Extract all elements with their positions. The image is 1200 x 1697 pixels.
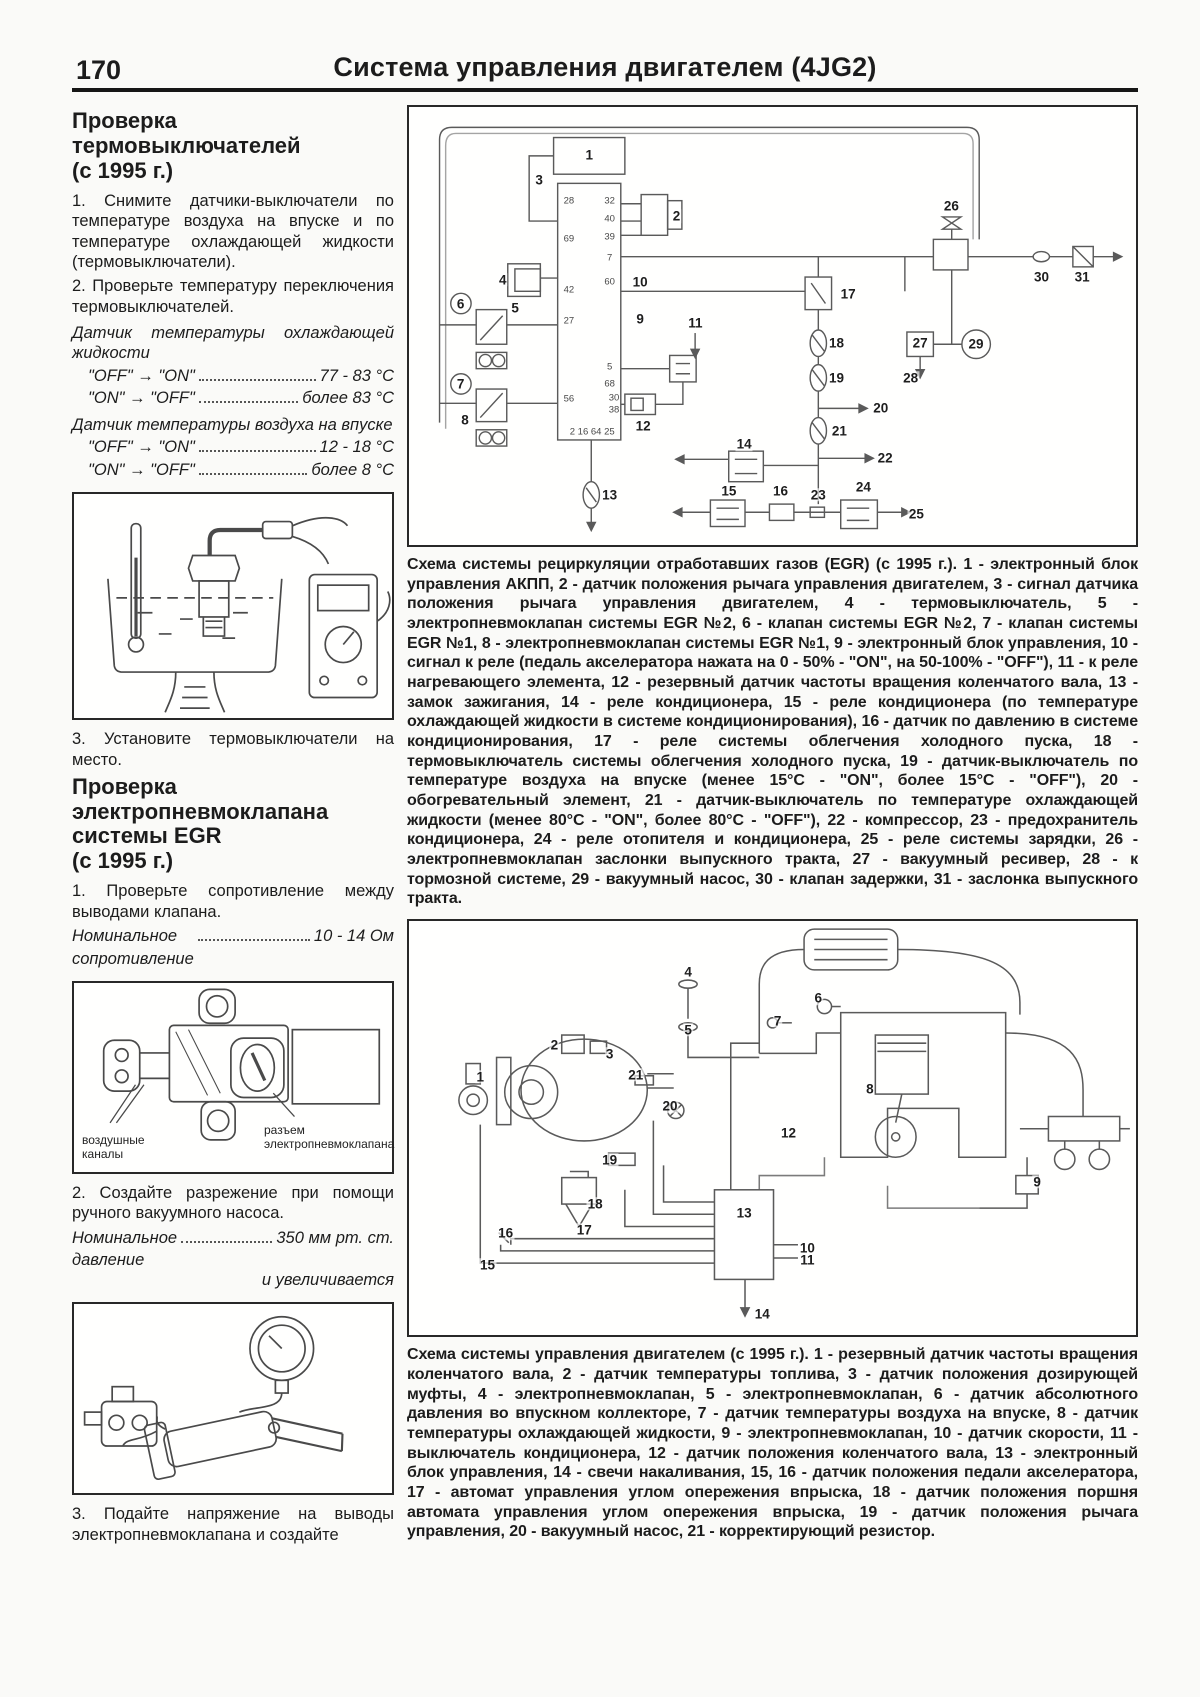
- step-text: 2. Проверьте температуру переключения те…: [72, 277, 394, 316]
- vacuum-pump-drawing: [83, 1316, 344, 1481]
- spec-row: "OFF" → "ON" 12 - 18 °C: [72, 436, 394, 458]
- spec-row: "ON" → "OFF" более 83 °C: [72, 387, 394, 409]
- dot-leader: [198, 388, 299, 403]
- dot-leader: [181, 1229, 273, 1243]
- spec-value: 12 - 18 °C: [319, 438, 394, 457]
- spec-label: "OFF" → "ON": [88, 366, 195, 385]
- egr-system-drawing: [438, 126, 1124, 533]
- spec-row: Номинальное давление 350 мм рт. ст.: [72, 1227, 394, 1272]
- step-text: 1. Снимите датчики-выключатели по темпер…: [72, 191, 394, 272]
- content-columns: Проверка термовыключателей (с 1995 г.) 1…: [72, 105, 1138, 1552]
- step-text: 3. Установите термовыключатели на место.: [72, 730, 394, 770]
- spec-label: "ON" → "OFF": [88, 388, 195, 407]
- valve-connector-label: разъем электропневмоклапана: [264, 1123, 395, 1151]
- spec-value: 77 - 83 °C: [319, 366, 394, 385]
- section-heading-thermoswitch: Проверка термовыключателей (с 1995 г.): [72, 108, 301, 183]
- dot-leader: [198, 438, 316, 453]
- spec-value: 350 мм рт. ст.: [276, 1228, 394, 1247]
- page-header: 170 Система управления двигателем (4JG2): [72, 52, 1138, 92]
- egr-valve-figure: воздушные каналы разъем электропневмокла…: [72, 980, 395, 1174]
- thermoswitch-test-figure: [72, 491, 394, 721]
- spec-value: более 8 °C: [311, 460, 394, 479]
- spec-value: более 83 °C: [302, 388, 394, 407]
- spec-value: 10 - 14 Ом: [313, 927, 394, 946]
- vacuum-pump-figure: [72, 1302, 394, 1495]
- dot-leader: [198, 460, 308, 475]
- left-column: Проверка термовыключателей (с 1995 г.) 1…: [72, 105, 394, 1548]
- engine-diagram-caption: Схема системы управления двигателем (с 1…: [407, 1346, 1138, 1541]
- page-number: 170: [76, 55, 122, 85]
- thermoswitch-test-drawing: [107, 516, 391, 713]
- spec-label: Номинальное давление: [72, 1228, 178, 1270]
- spec-row: Номинальное сопротивление 10 - 14 Ом: [72, 925, 394, 970]
- spec-label: "OFF" → "ON": [88, 438, 195, 457]
- spec-row: "ON" → "OFF" более 8 °C: [72, 459, 394, 481]
- dot-leader: [198, 366, 316, 381]
- engine-control-drawing: [458, 928, 1130, 1318]
- page-title: Система управления двигателем (4JG2): [333, 52, 877, 82]
- step-text: 3. Подайте напряжение на выводы электроп…: [72, 1504, 394, 1544]
- spec-title-intake-air: Датчик температуры воздуха на впуске: [72, 416, 393, 435]
- step-text: 2. Создайте разрежение при помощи ручног…: [72, 1183, 394, 1223]
- egr-valve-drawing: [102, 988, 381, 1141]
- spec-note: и увеличивается: [261, 1271, 394, 1290]
- spec-label: "ON" → "OFF": [88, 460, 195, 479]
- spec-title-coolant: Датчик температуры охлаждающей жидкости: [72, 324, 394, 363]
- step-text: 1. Проверьте сопротивление между выводам…: [72, 882, 394, 921]
- spec-label: Номинальное сопротивление: [72, 927, 194, 968]
- manual-page: 170 Система управления двигателем (4JG2)…: [72, 52, 1138, 1552]
- section-heading-egr-valve: Проверка электропневмоклапана системы EG…: [72, 773, 329, 874]
- air-channels-label: воздушные каналы: [82, 1133, 145, 1161]
- spec-row: "OFF" → "ON" 77 - 83 °C: [72, 365, 394, 387]
- dot-leader: [197, 927, 310, 942]
- egr-diagram-caption: Схема системы рециркуляции отработавших …: [407, 555, 1138, 908]
